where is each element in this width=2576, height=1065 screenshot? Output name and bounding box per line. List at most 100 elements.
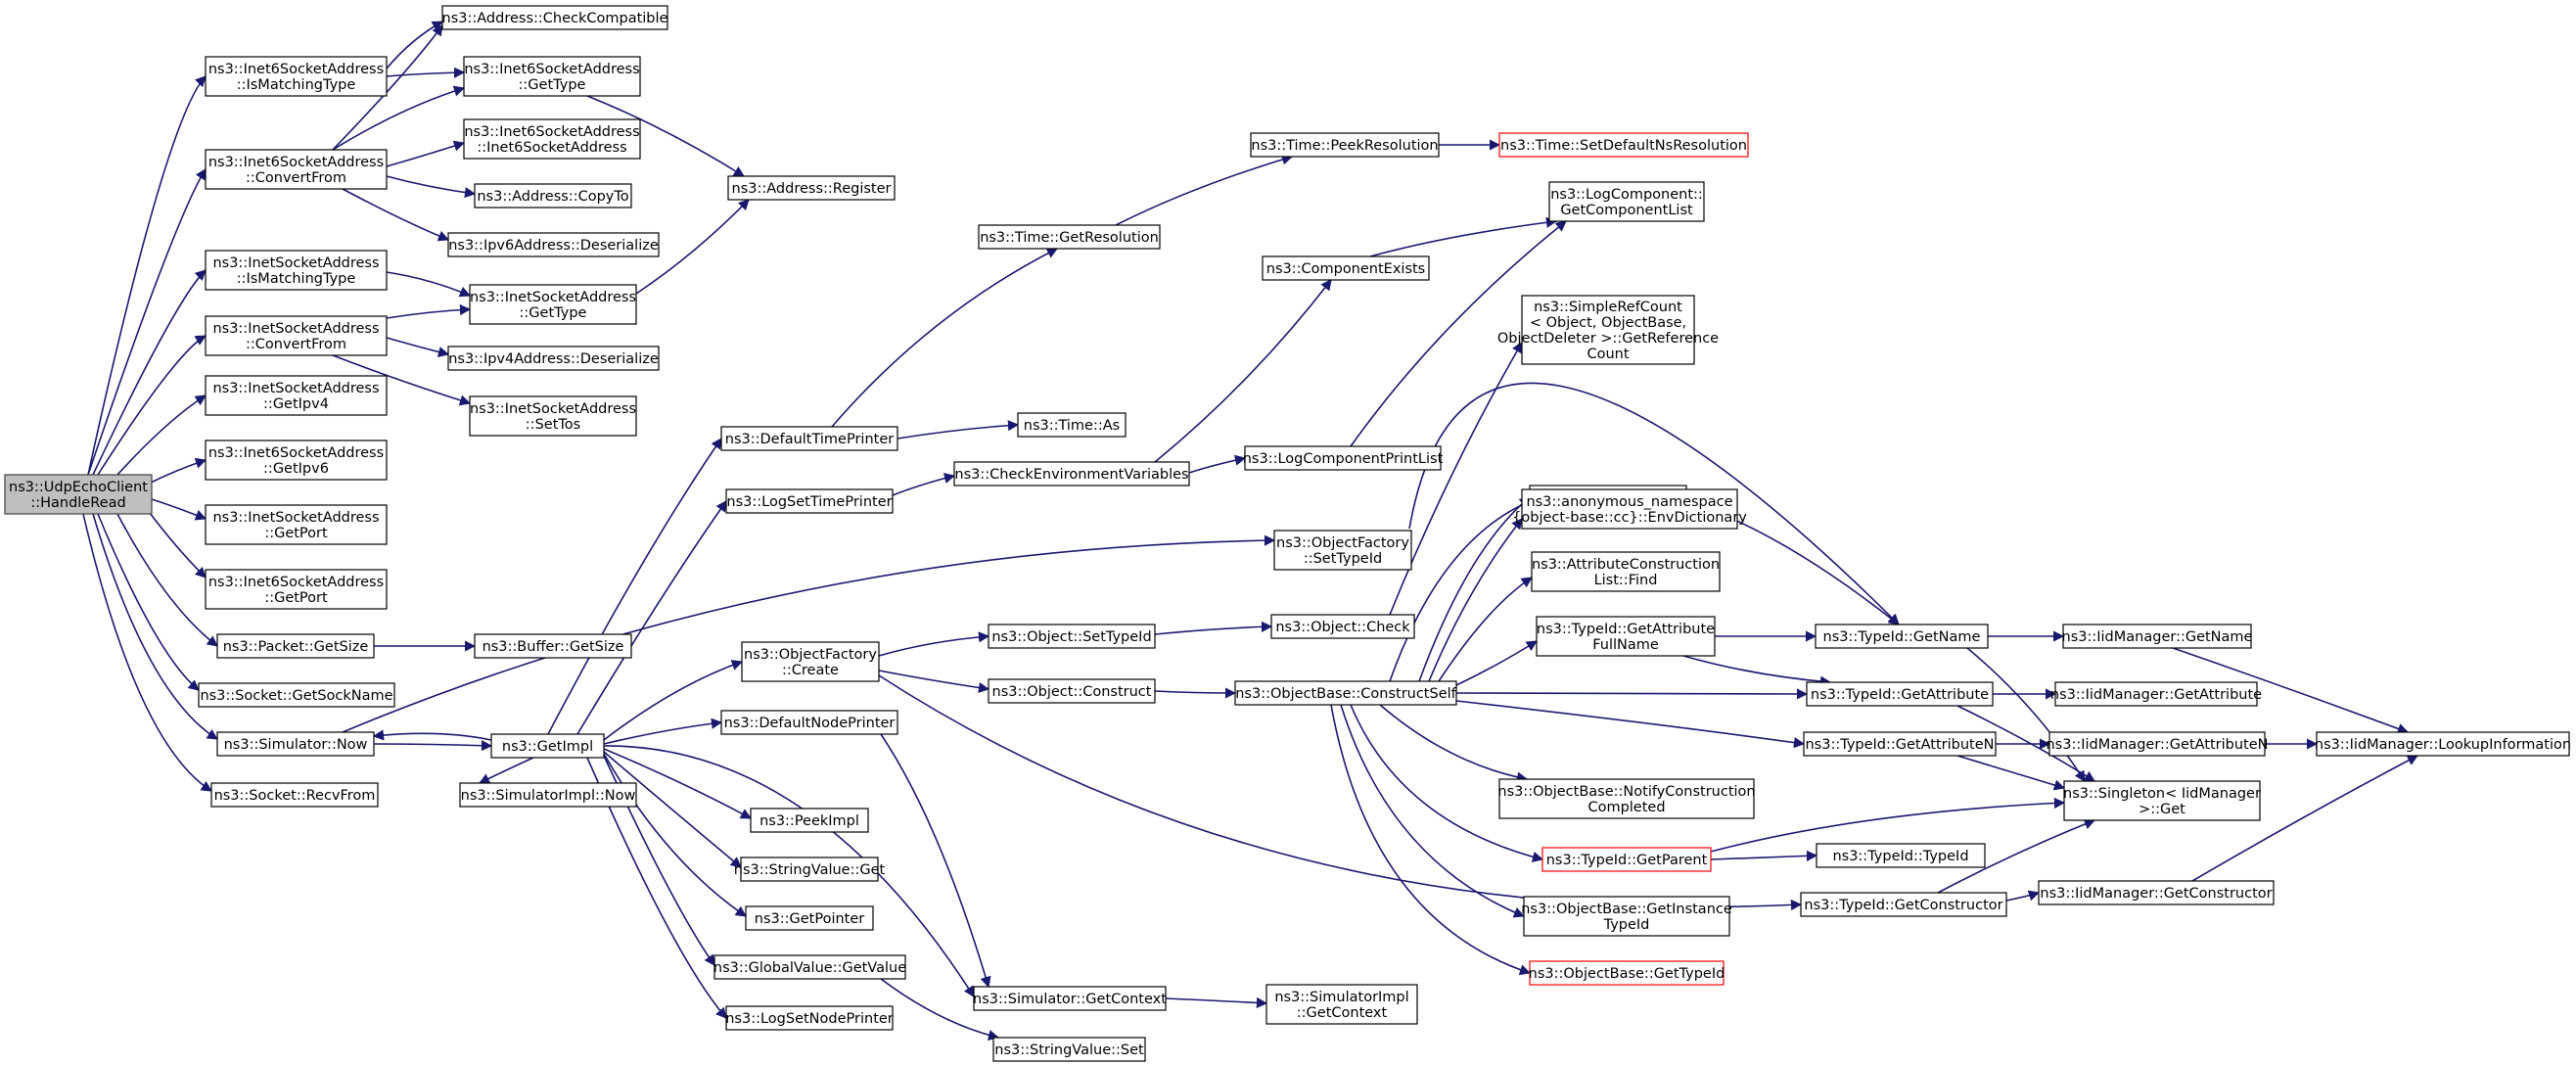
graph-node-objsettypeid[interactable]: ns3::Object::SetTypeId bbox=[988, 624, 1156, 649]
graph-nodes: ns3::UdpEchoClient::HandleRead ns3::Addre… bbox=[4, 5, 2571, 1062]
graph-node-i4getport[interactable]: ns3::InetSocketAddress::GetPort bbox=[205, 504, 388, 545]
node-box bbox=[2054, 681, 2258, 707]
graph-node-i6ctor[interactable]: ns3::Inet6SocketAddress::Inet6SocketAddr… bbox=[463, 118, 641, 160]
graph-node-simimplctx[interactable]: ns3::SimulatorImpl::GetContext bbox=[1265, 984, 1418, 1025]
edge-obconstructself-to-tidgetattrn bbox=[1455, 700, 1806, 749]
graph-node-tidgetattr[interactable]: ns3::TypeId::GetAttribute bbox=[1806, 681, 1994, 707]
node-box bbox=[992, 1037, 1146, 1062]
graph-node-gvgetvalue[interactable]: ns3::GlobalValue::GetValue bbox=[713, 954, 906, 980]
graph-node-iidgetattr[interactable]: ns3::IidManager::GetAttribute bbox=[2050, 681, 2262, 707]
graph-node-ipv4deser[interactable]: ns3::Ipv4Address::Deserialize bbox=[447, 346, 660, 371]
graph-node-ipv6deser[interactable]: ns3::Ipv6Address::Deserialize bbox=[447, 232, 660, 257]
edge-obconstructself-to-attrconstrfind bbox=[1438, 577, 1533, 682]
graph-node-simnow[interactable]: ns3::Simulator::Now bbox=[216, 731, 375, 757]
graph-node-pktgetsize[interactable]: ns3::Packet::GetSize bbox=[216, 633, 375, 659]
graph-node-i6getipv6[interactable]: ns3::Inet6SocketAddress::GetIpv6 bbox=[205, 440, 388, 481]
node-label: ::SetTos bbox=[526, 417, 580, 433]
graph-node-iidlookup[interactable]: ns3::IidManager::LookupInformation bbox=[2315, 731, 2571, 757]
graph-node-iidgetctor[interactable]: ns3::IidManager::GetConstructor bbox=[2038, 880, 2275, 905]
graph-node-tidtypeid[interactable]: ns3::TypeId::TypeId bbox=[1816, 843, 1986, 868]
graph-node-obconstructself[interactable]: ns3::ObjectBase::ConstructSelf bbox=[1234, 680, 1457, 706]
graph-node-chkenv[interactable]: ns3::CheckEnvironmentVariables bbox=[953, 461, 1190, 486]
graph-node-compexists[interactable]: ns3::ComponentExists bbox=[1262, 255, 1430, 281]
graph-node-sockname[interactable]: ns3::Socket::GetSockName bbox=[198, 682, 395, 708]
graph-node-strvalget[interactable]: ns3::StringValue::Get bbox=[734, 857, 886, 882]
graph-node-ofsettypeid[interactable]: ns3::ObjectFactory::SetTypeId bbox=[1273, 530, 1412, 571]
edge-defttp-to-timeas bbox=[897, 420, 1020, 440]
graph-node-obgettypeid[interactable]: ns3::ObjectBase::GetTypeId bbox=[1529, 960, 1725, 986]
edge-getimpl-to-ofcreate bbox=[603, 660, 744, 741]
graph-node-recvfrom[interactable]: ns3::Socket::RecvFrom bbox=[210, 782, 379, 808]
node-box bbox=[1234, 680, 1457, 706]
graph-node-bufgetsize[interactable]: ns3::Buffer::GetSize bbox=[474, 633, 632, 659]
edge-timegetres-to-timepeekres bbox=[1115, 154, 1294, 226]
edge-ofcreate-to-objsettypeid bbox=[878, 631, 990, 657]
graph-node-singletonget[interactable]: ns3::Singleton< IidManager>::Get bbox=[2063, 780, 2261, 821]
node-label: ns3::InetSocketAddress bbox=[212, 255, 379, 271]
graph-node-getimpl[interactable]: ns3::GetImpl bbox=[490, 733, 605, 759]
node-label: List::Find bbox=[1594, 573, 1658, 588]
graph-node-i4settos[interactable]: ns3::InetSocketAddress::SetTos bbox=[469, 395, 637, 437]
graph-node-simplerefcount[interactable]: ns3::SimpleRefCount< Object, ObjectBase,… bbox=[1497, 295, 1719, 365]
node-box bbox=[745, 905, 874, 931]
edge-obconstructself-to-obgettypeid bbox=[1330, 704, 1532, 976]
edge-i6gettype-to-addrreg bbox=[586, 95, 745, 177]
edge-tidgetctor-to-iidgetctor bbox=[2005, 890, 2041, 902]
graph-node-objcheck[interactable]: ns3::Object::Check bbox=[1270, 614, 1415, 639]
graph-node-logsetnp[interactable]: ns3::LogSetNodePrinter bbox=[725, 1005, 894, 1031]
graph-node-lcgetlist[interactable]: ns3::LogComponent::GetComponentList bbox=[1548, 181, 1705, 222]
graph-node-anonenvdict[interactable]: ns3::anonymous_namespace{object-base::cc… bbox=[1512, 488, 1747, 530]
graph-node-timepeekres[interactable]: ns3::Time::PeekResolution bbox=[1250, 132, 1440, 158]
graph-node-i6convert[interactable]: ns3::Inet6SocketAddress::ConvertFrom bbox=[205, 149, 388, 190]
graph-node-simimplnow[interactable]: ns3::SimulatorImpl::Now bbox=[459, 782, 637, 808]
graph-node-timegetres[interactable]: ns3::Time::GetResolution bbox=[978, 224, 1161, 250]
node-label: ns3::IidManager::LookupInformation bbox=[2315, 737, 2571, 753]
graph-node-i4convert[interactable]: ns3::InetSocketAddress::ConvertFrom bbox=[205, 315, 388, 356]
graph-node-timesetdef[interactable]: ns3::Time::SetDefaultNsResolution bbox=[1498, 132, 1749, 158]
node-label: ns3::Inet6SocketAddress bbox=[208, 445, 384, 461]
node-label: ns3::LogSetTimePrinter bbox=[726, 494, 892, 510]
graph-node-lcprintlist[interactable]: ns3::LogComponentPrintList bbox=[1243, 445, 1444, 471]
graph-node-iidgetname[interactable]: ns3::IidManager::GetName bbox=[2062, 624, 2253, 649]
graph-node-i6getport[interactable]: ns3::Inet6SocketAddress::GetPort bbox=[205, 569, 388, 610]
edge-tidgetparent-to-tidtypeid bbox=[1710, 850, 1818, 861]
graph-node-root[interactable]: ns3::UdpEchoClient::HandleRead bbox=[4, 474, 153, 515]
graph-node-i6gettype[interactable]: ns3::Inet6SocketAddress::GetType bbox=[463, 56, 641, 97]
graph-node-i4getipv4[interactable]: ns3::InetSocketAddress::GetIpv4 bbox=[205, 375, 388, 416]
graph-node-strvalset[interactable]: ns3::StringValue::Set bbox=[992, 1037, 1146, 1062]
graph-node-defnp[interactable]: ns3::DefaultNodePrinter bbox=[720, 710, 898, 735]
graph-node-logsettp[interactable]: ns3::LogSetTimePrinter bbox=[725, 488, 894, 514]
node-box bbox=[2062, 624, 2252, 649]
graph-node-timeas[interactable]: ns3::Time::As bbox=[1017, 412, 1127, 438]
graph-node-chkcompat[interactable]: ns3::Address::CheckCompatible bbox=[441, 5, 668, 30]
graph-node-tidgetparent[interactable]: ns3::TypeId::GetParent bbox=[1541, 847, 1712, 872]
node-label: ::ConvertFrom bbox=[246, 337, 346, 352]
edge-simnow-to-getimpl bbox=[373, 740, 493, 752]
graph-node-iidgetattrn[interactable]: ns3::IidManager::GetAttributeN bbox=[2046, 731, 2269, 757]
node-label: ns3::InetSocketAddress bbox=[470, 290, 636, 305]
graph-node-tidgetname[interactable]: ns3::TypeId::GetName bbox=[1815, 624, 1989, 649]
node-box bbox=[740, 857, 879, 882]
graph-node-defttp[interactable]: ns3::DefaultTimePrinter bbox=[720, 426, 898, 451]
node-label: ns3::GetImpl bbox=[502, 739, 593, 755]
graph-node-obnotify[interactable]: ns3::ObjectBase::NotifyConstructionCompl… bbox=[1497, 778, 1756, 819]
graph-node-getpointer[interactable]: ns3::GetPointer bbox=[745, 905, 874, 931]
graph-node-i6ismatch[interactable]: ns3::Inet6SocketAddress::IsMatchingType bbox=[205, 56, 388, 97]
graph-node-objconstruct[interactable]: ns3::Object::Construct bbox=[988, 678, 1156, 704]
graph-node-i4gettype[interactable]: ns3::InetSocketAddress::GetType bbox=[469, 284, 637, 325]
graph-node-addrcopyto[interactable]: ns3::Address::CopyTo bbox=[474, 183, 632, 208]
edge-getimpl-to-defnp bbox=[603, 718, 723, 745]
graph-node-peekimpl[interactable]: ns3::PeekImpl bbox=[750, 808, 869, 833]
graph-node-tidgetattrn[interactable]: ns3::TypeId::GetAttributeN bbox=[1803, 731, 1997, 757]
graph-node-ofcreate[interactable]: ns3::ObjectFactory::Create bbox=[741, 641, 880, 682]
graph-node-tidgetctor[interactable]: ns3::TypeId::GetConstructor bbox=[1800, 892, 2007, 917]
node-label: ns3::Address::CopyTo bbox=[477, 189, 628, 205]
node-box bbox=[1273, 530, 1412, 571]
graph-node-addrreg[interactable]: ns3::Address::Register bbox=[727, 175, 896, 201]
node-label: ns3::InetSocketAddress bbox=[212, 510, 379, 526]
graph-node-simgetctx[interactable]: ns3::Simulator::GetContext bbox=[973, 986, 1167, 1011]
graph-node-i4ismatch[interactable]: ns3::InetSocketAddress::IsMatchingType bbox=[205, 250, 388, 291]
